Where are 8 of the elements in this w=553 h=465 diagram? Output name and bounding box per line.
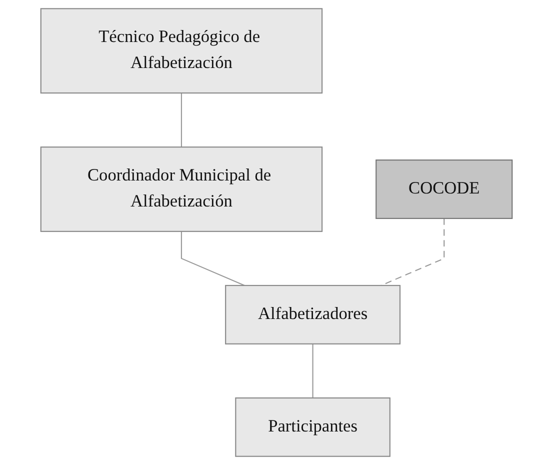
connector bbox=[312, 344, 314, 398]
node-box: Participantes bbox=[235, 397, 390, 457]
node-box: Alfabetizadores bbox=[225, 284, 401, 344]
node-box: Técnico Pedagógico de Alfabetización bbox=[40, 8, 323, 94]
connector bbox=[180, 93, 182, 148]
node-box: COCODE bbox=[376, 160, 513, 219]
node-box: Coordinador Municipal de Alfabetización bbox=[40, 146, 323, 232]
connector bbox=[180, 231, 245, 286]
